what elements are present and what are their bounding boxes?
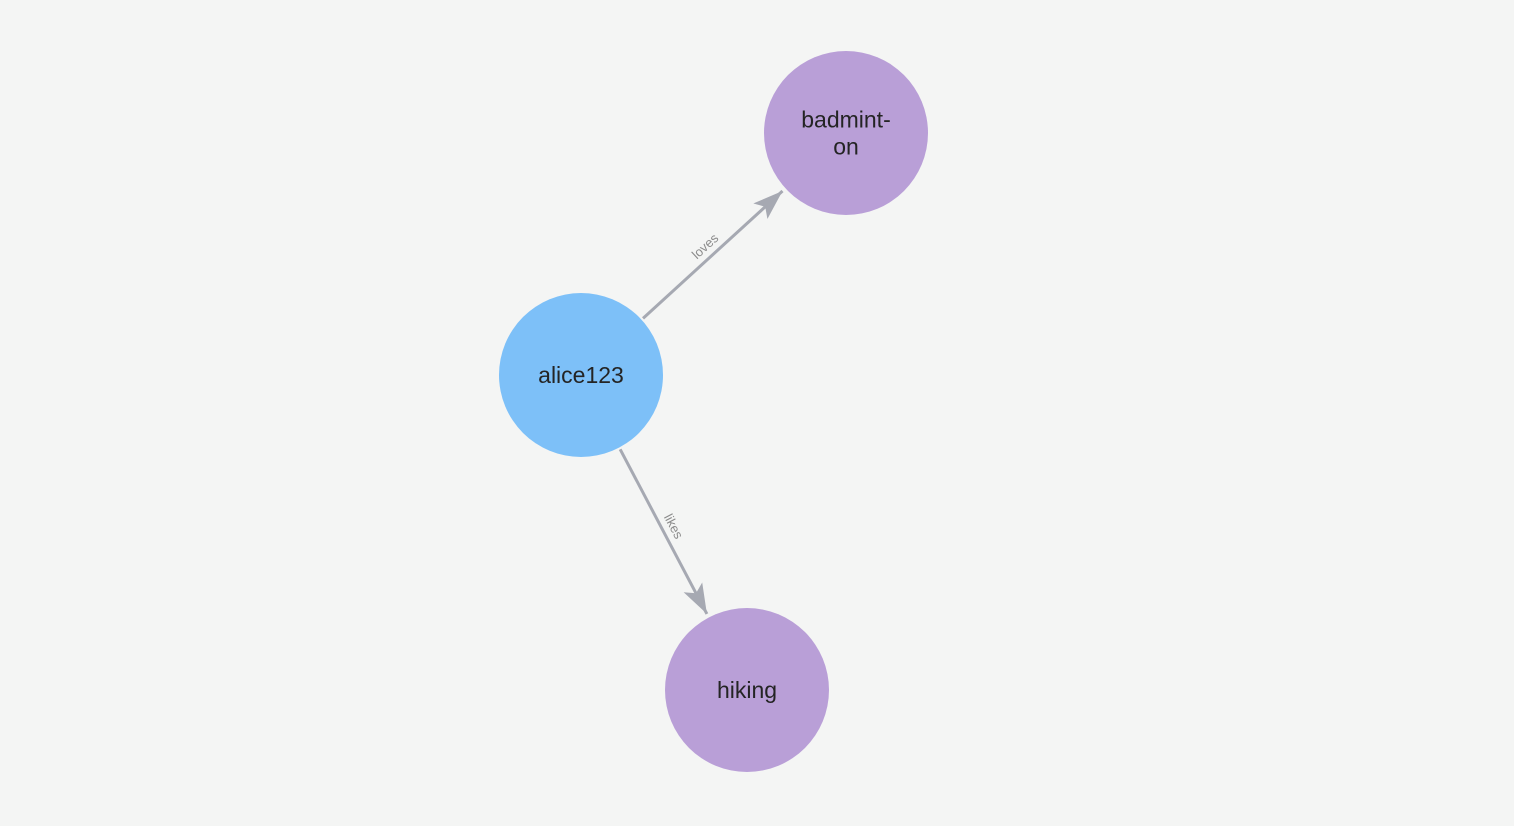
graph-edge-likes[interactable] [618,448,709,615]
graph-node-badminton[interactable]: badmint-on [764,51,928,215]
nodes-layer: alice123 badmint-on hiking [499,51,928,772]
graph-node-hiking[interactable]: hiking [665,608,829,772]
node-circle-badminton[interactable] [764,51,928,215]
edge-label-loves: loves [689,230,722,262]
node-circle-hiking[interactable] [665,608,829,772]
graph-edge-loves[interactable] [642,189,784,320]
node-circle-alice123[interactable] [499,293,663,457]
graph-node-alice123[interactable]: alice123 [499,293,663,457]
